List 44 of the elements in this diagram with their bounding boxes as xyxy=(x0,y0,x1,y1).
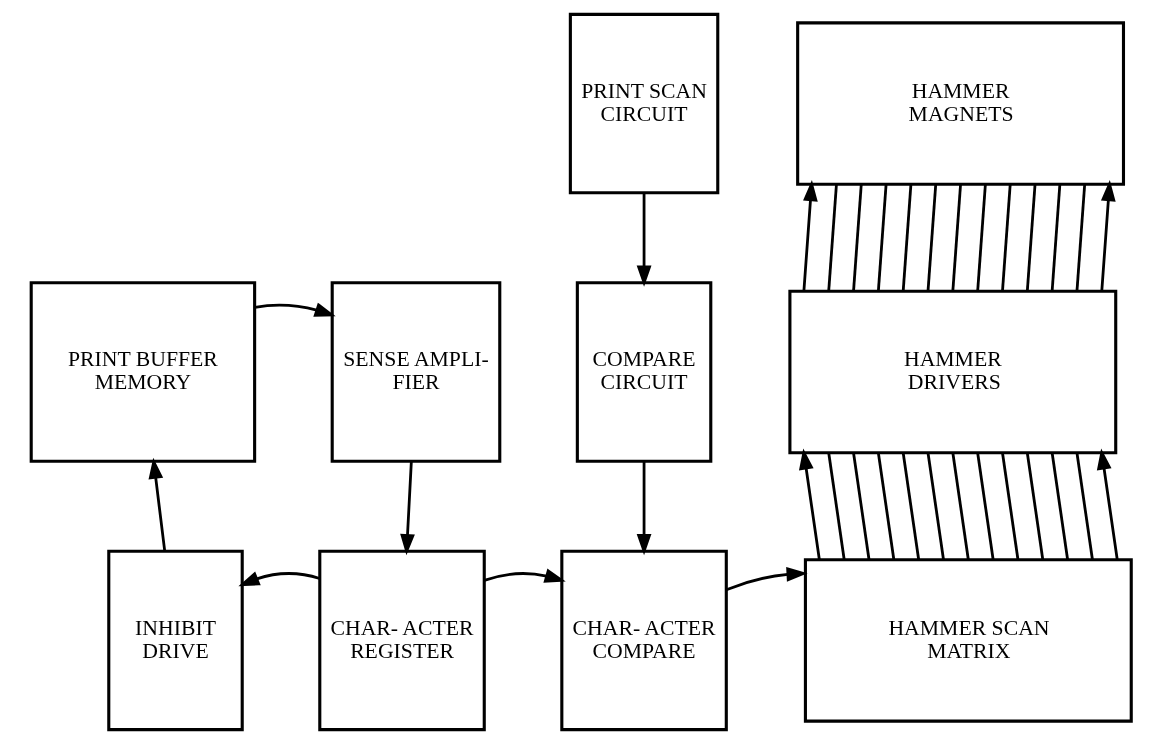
node-box: CHAR- ACTER REGISTER xyxy=(317,549,486,732)
connector xyxy=(1000,184,1012,292)
connector xyxy=(851,184,863,292)
connector xyxy=(826,184,838,292)
node-box: PRINT SCAN CIRCUIT xyxy=(568,12,719,195)
node-box: SENSE AMPLI- FIER xyxy=(330,281,501,463)
connector xyxy=(950,184,962,292)
arrow xyxy=(148,457,166,552)
connector xyxy=(1075,184,1086,292)
arrow xyxy=(636,461,651,556)
connector xyxy=(901,184,912,292)
arrow xyxy=(483,568,566,583)
node-box: HAMMER DRIVERS xyxy=(787,289,1117,455)
arrow xyxy=(1099,180,1116,292)
connector xyxy=(901,452,920,560)
connector xyxy=(876,184,887,292)
node-box: CHAR- ACTER COMPARE xyxy=(559,549,728,732)
arrow xyxy=(798,448,821,560)
node-box: INHIBIT DRIVE xyxy=(106,549,244,732)
connector xyxy=(1050,452,1069,560)
arrow xyxy=(237,571,320,587)
connector xyxy=(1050,184,1061,292)
arrow xyxy=(1096,448,1119,560)
connector xyxy=(1000,452,1019,560)
node-box: COMPARE CIRCUIT xyxy=(575,281,712,463)
connector xyxy=(975,452,995,560)
connector xyxy=(1025,184,1036,292)
node-box: HAMMER SCAN MATRIX xyxy=(803,558,1133,723)
arrow xyxy=(254,302,336,317)
connector xyxy=(826,452,846,560)
connector xyxy=(926,452,945,560)
connector xyxy=(876,452,895,560)
node-box: PRINT BUFFER MEMORY xyxy=(29,281,256,463)
connector xyxy=(926,184,937,292)
arrow xyxy=(801,180,818,292)
arrow xyxy=(399,461,415,556)
arrow xyxy=(636,193,651,287)
connector xyxy=(950,452,970,560)
arrow xyxy=(725,567,808,591)
connector xyxy=(1075,452,1094,560)
connector xyxy=(1025,452,1044,560)
node-box: HAMMER MAGNETS xyxy=(795,21,1125,186)
connector xyxy=(975,184,987,292)
connector xyxy=(851,452,870,560)
